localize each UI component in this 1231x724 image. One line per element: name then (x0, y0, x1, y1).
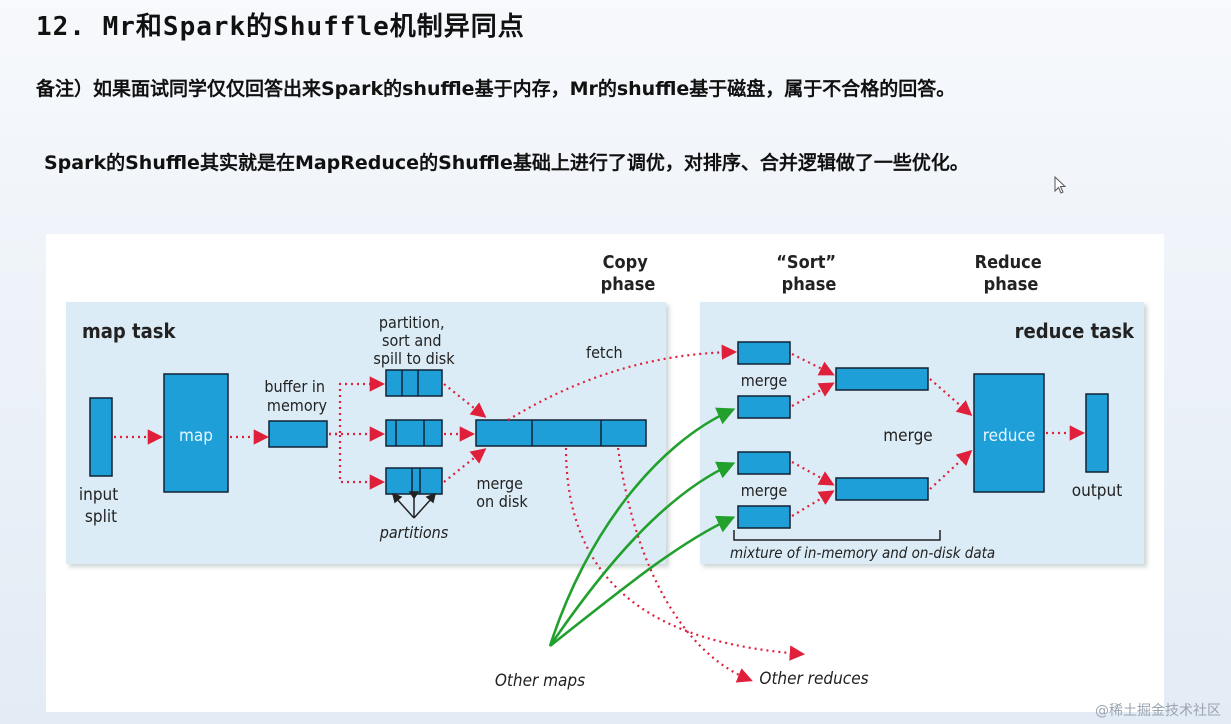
segment-box-3 (737, 451, 791, 475)
map-box (163, 373, 229, 493)
page-title: 12. Mr和Spark的Shuffle机制异同点 (36, 12, 525, 42)
segment-box-1 (737, 341, 791, 365)
copy-phase-label: Copy phase (601, 252, 656, 295)
note-text: 备注）如果面试同学仅仅回答出来Spark的shuffle基于内存，Mr的shuf… (36, 78, 956, 100)
other-reduces-label: Other reduces (759, 669, 868, 689)
reduce-label: reduce (983, 426, 1036, 446)
mixture-bracket (733, 530, 941, 541)
input-split-label: input split (79, 485, 123, 527)
map-side-flow-arrows (114, 376, 487, 490)
reduce-box (973, 373, 1045, 493)
buffer-label: buffer in memory (264, 377, 329, 415)
merge-middle-label: merge (883, 426, 932, 446)
watermark: @稀土掘金技术社区 (1095, 703, 1221, 719)
buffer-box (268, 420, 328, 448)
other-maps-label: Other maps (495, 671, 585, 691)
merged-box-top (835, 367, 929, 391)
fetch-arrows (507, 344, 806, 683)
mouse-cursor-icon (1054, 176, 1067, 194)
segment-box-2 (737, 395, 791, 419)
segment-box-4 (737, 505, 791, 529)
output-label: output (1072, 481, 1122, 501)
spill-box-1 (385, 369, 443, 397)
merge-bottom-label: merge (741, 481, 788, 500)
fetch-label: fetch (586, 343, 623, 362)
spill-box-2 (385, 419, 443, 447)
merge-on-disk-label: merge on disk (476, 474, 528, 511)
other-maps-arrows (548, 407, 736, 648)
partitions-pointers (391, 491, 437, 519)
merged-spill-file (475, 419, 647, 447)
mixture-label: mixture of in-memory and on-disk data (730, 544, 995, 562)
shuffle-diagram: Copy phase “Sort” phase Reduce phase map… (46, 234, 1164, 712)
map-task-label: map task (82, 319, 176, 343)
summary-text: Spark的Shuffle其实就是在MapReduce的Shuffle基础上进行… (44, 152, 969, 174)
partitions-label: partitions (379, 523, 449, 542)
reduce-phase-label: Reduce phase (975, 252, 1048, 295)
merged-box-bottom (835, 477, 929, 501)
input-split-box (89, 397, 113, 477)
reduce-side-flow-arrows (791, 353, 1086, 517)
merge-top-label: merge (741, 371, 788, 390)
sort-phase-label: “Sort” phase (776, 252, 841, 295)
partition-sort-spill-label: partition, sort and spill to disk (373, 313, 455, 368)
map-label: map (179, 426, 213, 446)
spill-box-3 (385, 467, 443, 495)
reduce-task-label: reduce task (1015, 319, 1135, 343)
output-box (1085, 393, 1109, 473)
